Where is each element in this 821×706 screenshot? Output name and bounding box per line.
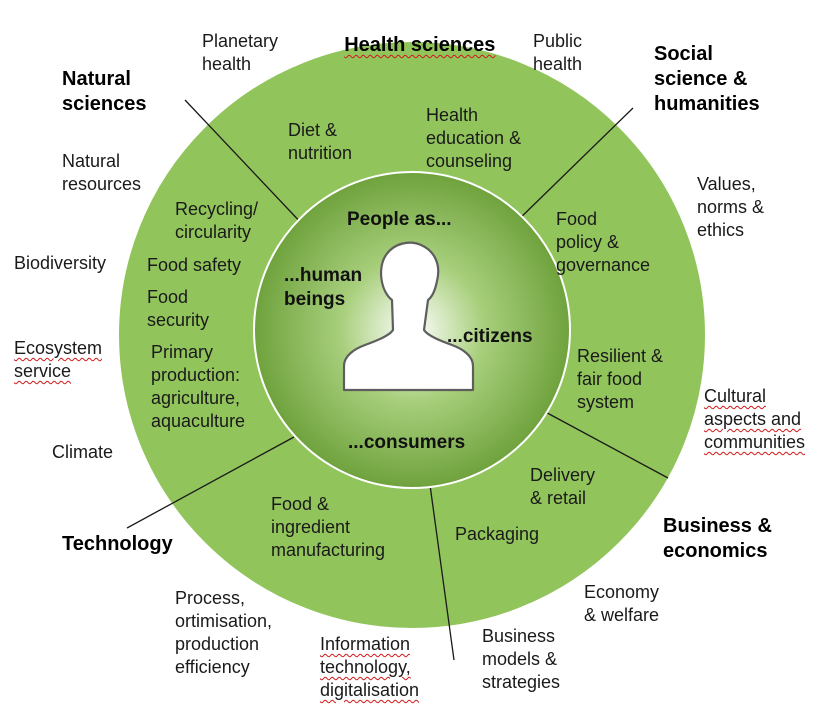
person-silhouette-icon [342,241,475,392]
ring-health-education: Health education & counseling [426,105,522,171]
topic-process-optimisation: Process, ortimisation, production effici… [175,588,273,677]
topic-business-models: Business models & strategies [482,626,561,692]
center-citizens: ...citizens [447,326,533,347]
topic-ecosystem-service: Ecosystem service [14,338,103,381]
divider-natural-health [184,99,306,228]
ring-packaging: Packaging [455,524,540,544]
discipline-business-economics: Business & economics [663,515,772,562]
ring-recycling-circularity: Recycling/ circularity [175,199,259,242]
topic-natural-resources: Natural resources [62,151,142,194]
center-human-beings: ...human beings [284,265,363,310]
divider-business-technology [429,484,455,661]
divider-technology-natural [126,436,295,529]
ring-resilient-food-system: Resilient & fair food system [577,346,664,412]
ring-diet-nutrition: Diet & nutrition [288,120,353,163]
ring-food-safety: Food safety [147,255,242,275]
discipline-technology: Technology [62,533,173,555]
topic-economy-welfare: Economy & welfare [584,582,660,625]
topic-information-technology: Information technology, digitalisation [320,634,420,700]
discipline-dividers [126,99,669,661]
divider-social-business [537,407,669,479]
ring-food-policy: Food policy & governance [556,209,651,275]
discipline-natural-sciences: Natural sciences [62,68,147,115]
topic-planetary-health: Planetary health [202,31,279,74]
topic-climate: Climate [52,442,114,462]
topic-values-norms-ethics: Values, norms & ethics [697,174,765,240]
topic-biodiversity: Biodiversity [14,253,107,273]
ring-food-ingredient-manufacturing: Food & ingredient manufacturing [271,494,386,560]
topic-cultural-aspects: Cultural aspects and communities [704,386,806,452]
center-consumers: ...consumers [348,432,466,453]
ring-delivery-retail: Delivery & retail [530,465,596,508]
ring-primary-production: Primary production: agriculture, aquacul… [151,342,246,431]
discipline-social-science-humanities: Social science & humanities [654,43,760,115]
topic-public-health: Public health [533,31,583,74]
ring-food-security: Food security [147,287,210,330]
divider-health-social [511,107,634,227]
center-people-as: People as... [347,209,452,230]
discipline-health-sciences: Health sciences [344,34,496,56]
